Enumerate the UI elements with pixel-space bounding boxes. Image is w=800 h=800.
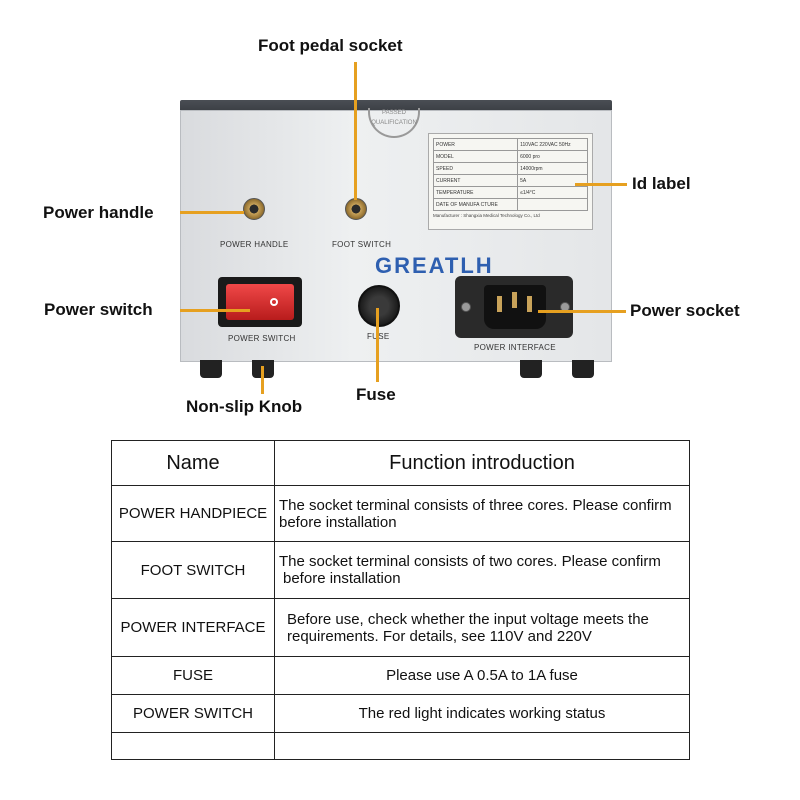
- table-row: POWER SWITCH The red light indicates wor…: [111, 694, 690, 733]
- callout-power-handle: Power handle: [43, 203, 154, 222]
- power-switch-rocker: [226, 284, 294, 320]
- row-description: The socket terminal consists of three co…: [274, 485, 690, 542]
- non-slip-foot: [572, 360, 594, 378]
- id-label-row: TEMPERATURE≤1/4°C: [432, 186, 588, 199]
- row-name: FOOT SWITCH: [111, 541, 275, 599]
- panel-label-foot-switch: FOOT SWITCH: [332, 240, 392, 249]
- header-name: Name: [111, 440, 275, 486]
- callout-id-label: Id label: [632, 174, 691, 193]
- row-description: The socket terminal consists of two core…: [274, 541, 690, 599]
- id-label-manufacturer: Manufacturer : Shangxia Medical Technolo…: [433, 213, 540, 218]
- power-switch-indicator-icon: [270, 298, 278, 306]
- fuse-holder-knob: [358, 285, 400, 327]
- leader-line: [538, 310, 626, 313]
- row-name: POWER HANDPIECE: [111, 485, 275, 542]
- panel-label-power-handle: POWER HANDLE: [220, 240, 289, 249]
- table-header-row: Name Function introduction: [111, 440, 690, 486]
- table-row: POWER INTERFACE Before use, check whethe…: [111, 598, 690, 657]
- callout-fuse: Fuse: [356, 385, 396, 404]
- leader-line: [180, 211, 244, 214]
- table-row: FOOT SWITCH The socket terminal consists…: [111, 541, 690, 599]
- power-pin-icon: [527, 296, 532, 312]
- screw-icon: [461, 302, 471, 312]
- callout-power-socket: Power socket: [630, 301, 740, 320]
- leader-line: [261, 366, 264, 394]
- row-description: Before use, check whether the input volt…: [274, 598, 690, 657]
- foot-switch-socket: [345, 198, 367, 220]
- brand-logo-text: GREATLH: [375, 253, 494, 278]
- callout-foot-pedal-socket: Foot pedal socket: [258, 36, 403, 55]
- power-pin-icon: [497, 296, 502, 312]
- panel-label-power-interface: POWER INTERFACE: [474, 343, 556, 352]
- leader-line: [376, 308, 379, 382]
- callout-non-slip-knob: Non-slip Knob: [186, 397, 303, 416]
- row-description: The red light indicates working status: [274, 694, 690, 733]
- leader-line: [180, 309, 250, 312]
- row-name: FUSE: [111, 656, 275, 695]
- table-row-empty: [111, 732, 690, 760]
- row-description: Please use A 0.5A to 1A fuse: [274, 656, 690, 695]
- non-slip-foot: [200, 360, 222, 378]
- panel-label-power-switch: POWER SWITCH: [228, 334, 296, 343]
- row-name: [111, 732, 275, 760]
- callout-power-switch: Power switch: [44, 300, 153, 319]
- header-function: Function introduction: [274, 440, 690, 486]
- leader-line: [354, 62, 357, 200]
- function-table: Name Function introduction POWER HANDPIE…: [111, 440, 690, 760]
- power-pin-icon: [512, 292, 517, 308]
- id-label-row: DATE OF MANUFA CTURE: [432, 198, 588, 211]
- leader-line: [575, 183, 627, 186]
- table-row: FUSE Please use A 0.5A to 1A fuse: [111, 656, 690, 695]
- power-handle-socket: [243, 198, 265, 220]
- row-name: POWER SWITCH: [111, 694, 275, 733]
- row-description: [274, 732, 690, 760]
- table-row: POWER HANDPIECE The socket terminal cons…: [111, 485, 690, 542]
- row-name: POWER INTERFACE: [111, 598, 275, 657]
- non-slip-foot: [520, 360, 542, 378]
